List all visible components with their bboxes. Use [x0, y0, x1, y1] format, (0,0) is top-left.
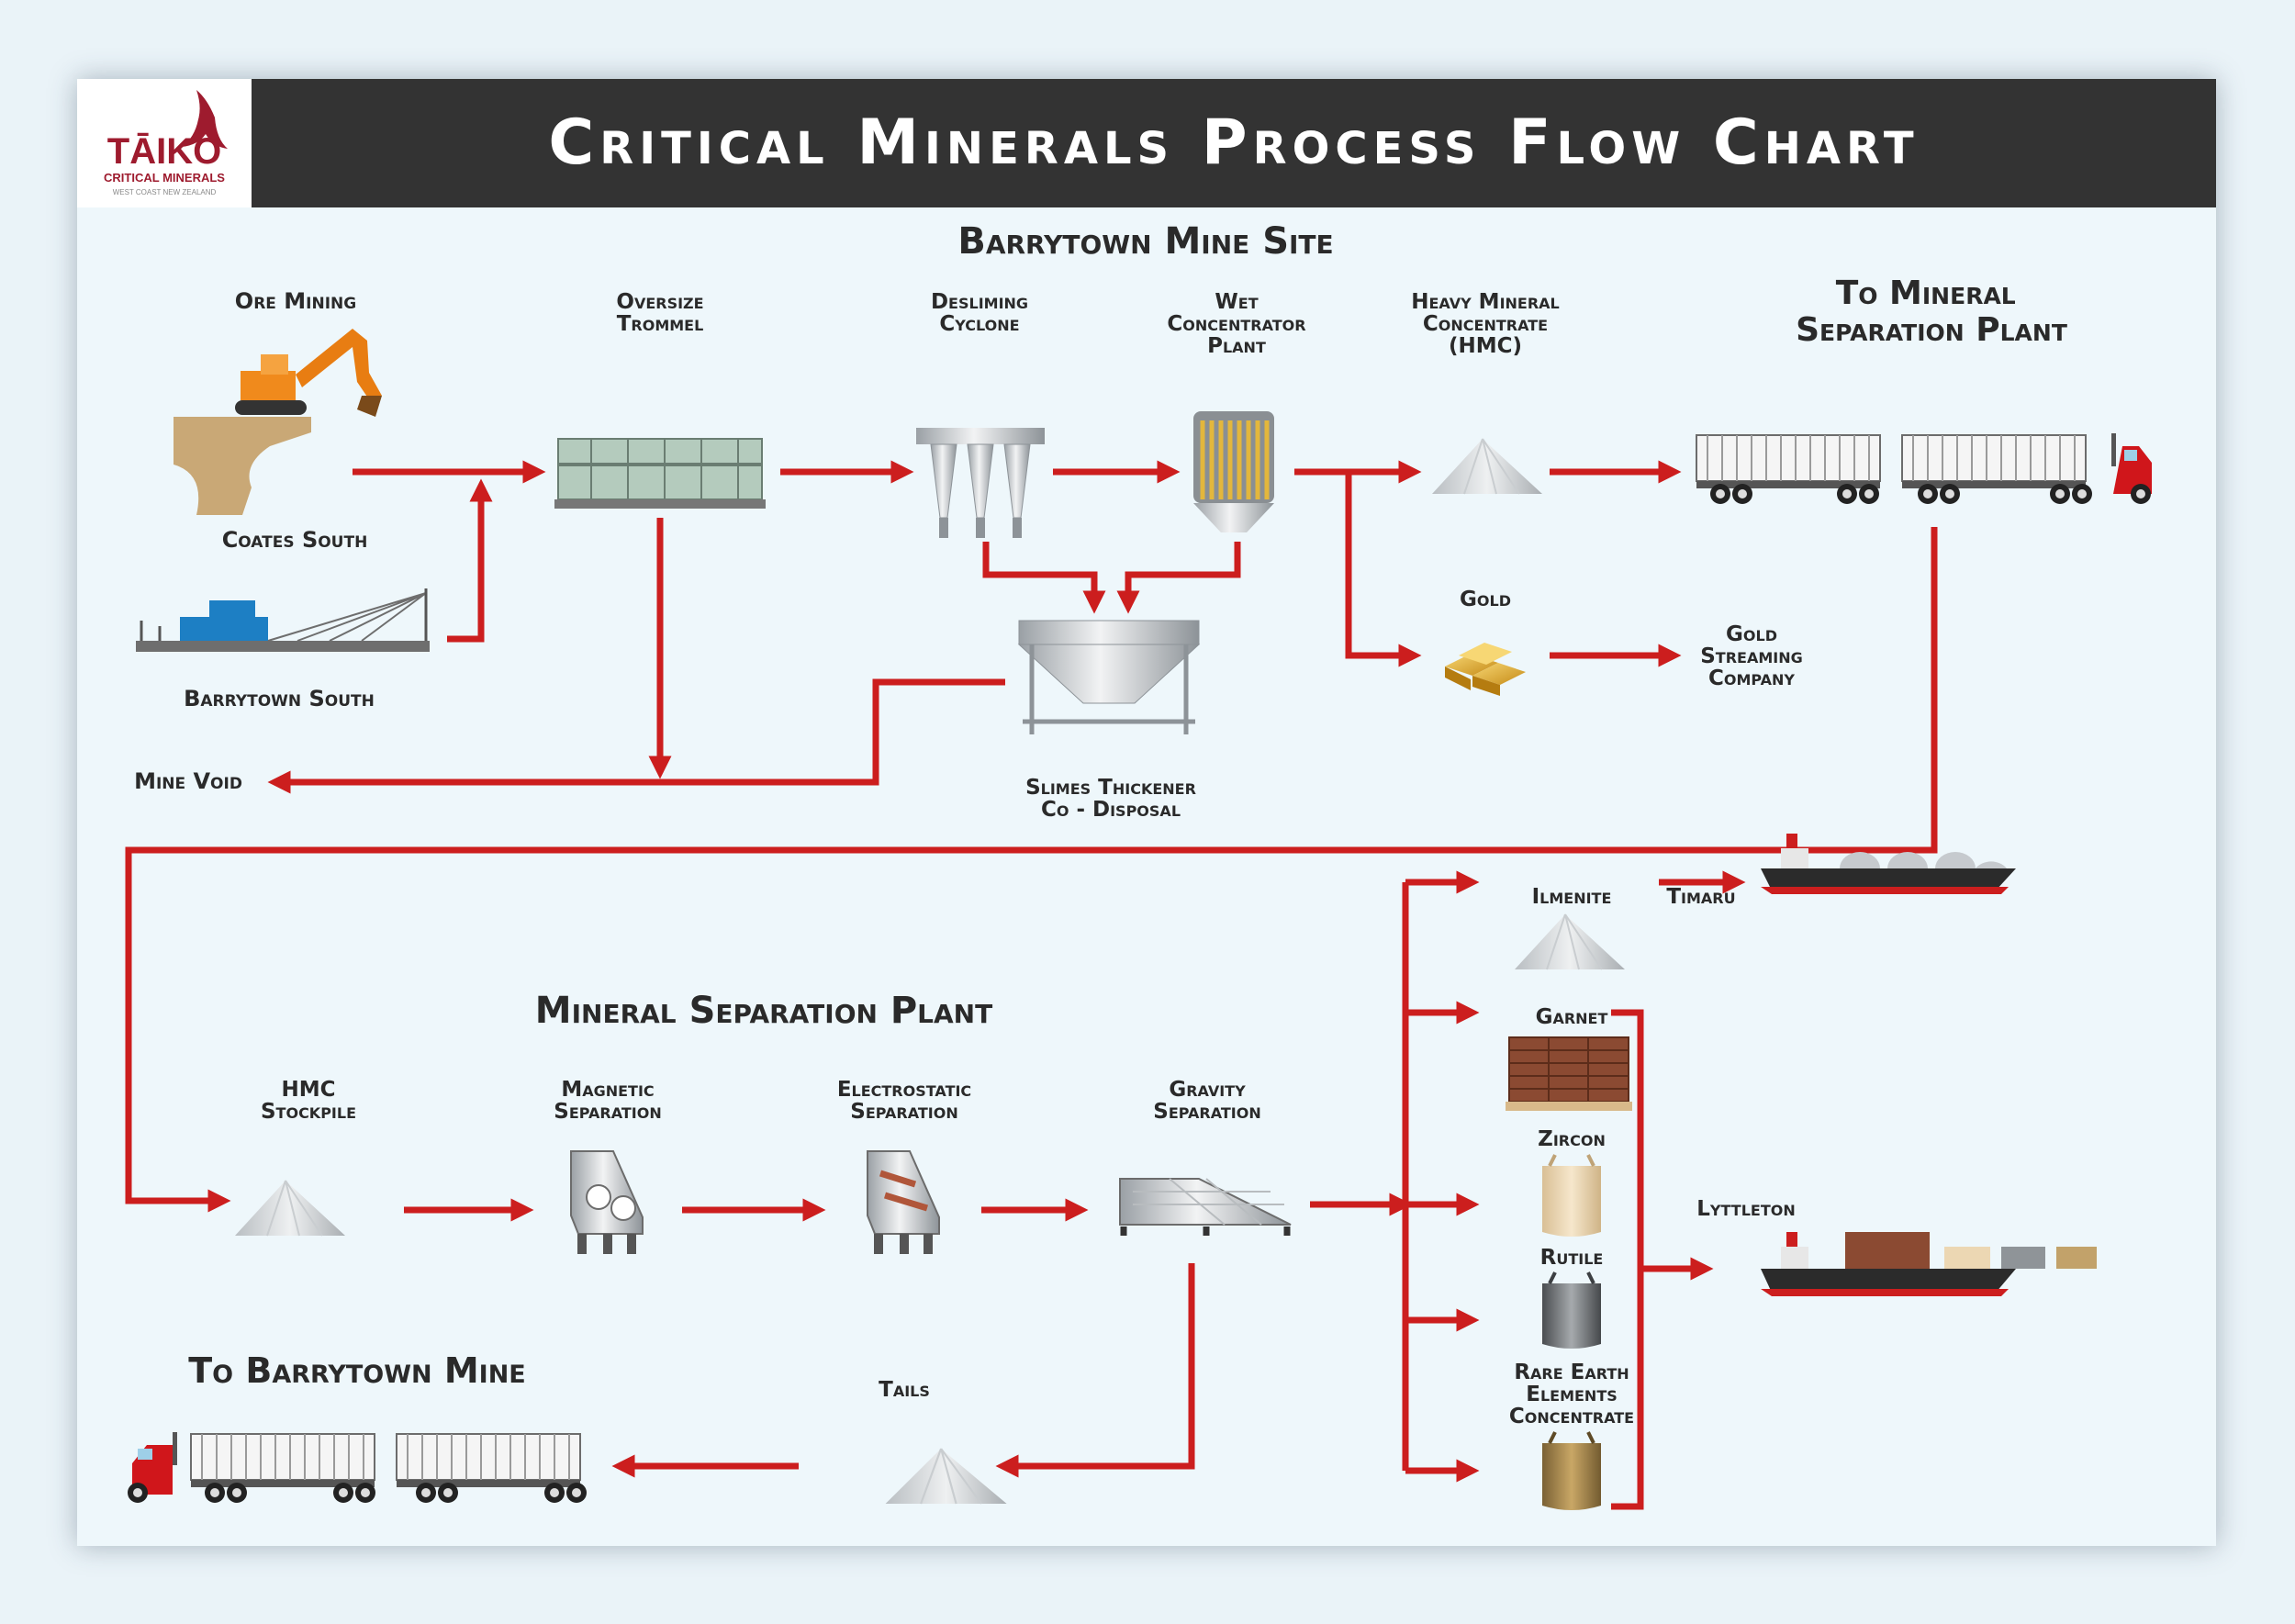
taiko-logo: TĀIKO CRITICAL MINERALS WEST COAST NEW Z… [104, 90, 228, 196]
gravity-separator-icon [1119, 1178, 1292, 1236]
logo-word: TĀIKO [107, 131, 221, 172]
concentrator-icon [1193, 411, 1274, 532]
electrostatic-separator-icon [867, 1150, 940, 1254]
garnet-pallet-icon [1506, 1036, 1632, 1111]
logo-subtitle: CRITICAL MINERALS [104, 171, 225, 185]
separation-plant-heading: Mineral Separation Plant [535, 990, 992, 1032]
truck-to-separation-icon [1696, 433, 2152, 504]
garnet-label: Garnet [1536, 1005, 1608, 1029]
magnetic-separator-icon [570, 1150, 644, 1254]
hmc-pile-icon [1431, 438, 1543, 495]
process-flow-diagram: TĀIKO CRITICAL MINERALS WEST COAST NEW Z… [77, 79, 2216, 1510]
cyclone-icon [916, 428, 1045, 538]
to-barrytown-mine-heading: To Barrytown Mine [188, 1350, 526, 1391]
coates-south-label: Coates South [222, 527, 368, 553]
page-title: Critical Minerals Process Flow Chart [548, 106, 1919, 179]
ore-mining-label: Ore Mining [235, 288, 356, 314]
lyttleton-ship-icon [1761, 1232, 2097, 1296]
slimes-thickener-icon [1017, 620, 1201, 734]
rare-earth-bag-icon [1542, 1431, 1601, 1510]
gold-bars-icon [1445, 643, 1526, 696]
poster: TĀIKO CRITICAL MINERALS WEST COAST NEW Z… [77, 79, 2216, 1546]
hmc-stockpile-icon [234, 1180, 346, 1237]
flow-arrows-bottom [404, 870, 1746, 1510]
ilmenite-pile-icon [1514, 913, 1626, 970]
gold-label: Gold [1460, 588, 1511, 611]
timaru-label: Timaru [1666, 885, 1735, 909]
header-bar [77, 79, 2216, 207]
zircon-label: Zircon [1538, 1127, 1606, 1151]
tails-pile-icon [884, 1447, 1008, 1506]
mine-site-heading: Barrytown Mine Site [957, 220, 1333, 263]
to-mineral-separation-heading: To Mineral Separation Plant [1796, 274, 2067, 349]
excavator-icon [174, 329, 382, 515]
mine-void-label: Mine Void [134, 768, 242, 794]
barrytown-south-label: Barrytown South [184, 686, 375, 711]
truck-to-mine-icon [128, 1432, 587, 1503]
bird-icon [182, 90, 228, 149]
ilmenite-label: Ilmenite [1532, 885, 1612, 909]
rutile-label: Rutile [1540, 1246, 1604, 1270]
timaru-ship-icon [1761, 834, 2016, 894]
tails-label: Tails [879, 1378, 930, 1402]
zircon-bag-icon [1542, 1154, 1601, 1237]
rutile-bag-icon [1542, 1271, 1601, 1349]
lyttleton-label: Lyttleton [1696, 1197, 1795, 1221]
logo-tagline: WEST COAST NEW ZEALAND [113, 188, 217, 196]
flow-arrows-top [125, 460, 1938, 1213]
trommel-icon [554, 438, 766, 509]
dredge-icon [136, 588, 430, 652]
